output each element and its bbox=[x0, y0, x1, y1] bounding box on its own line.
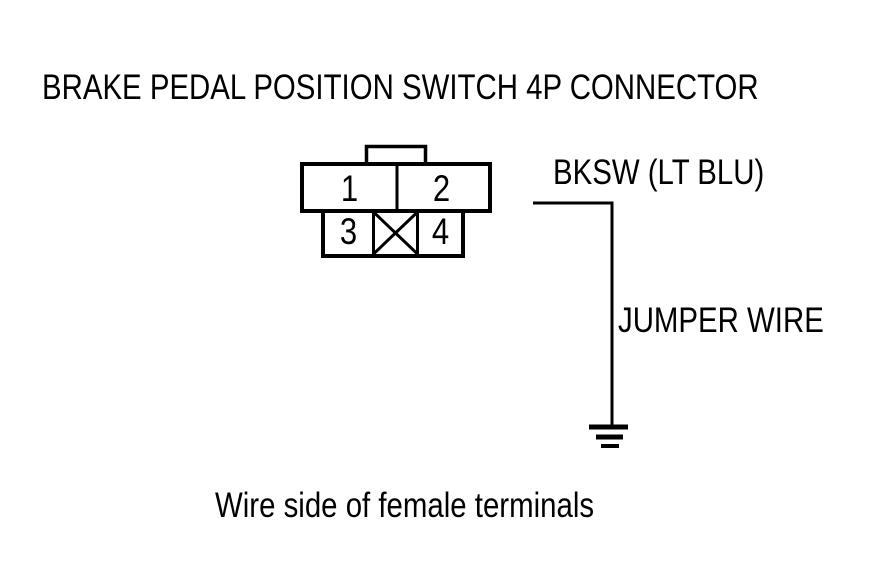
ground-icon bbox=[589, 424, 628, 448]
page-title: BRAKE PEDAL POSITION SWITCH 4P CONNECTOR bbox=[42, 68, 759, 107]
wire-signal-label: BKSW (LT BLU) bbox=[553, 153, 765, 192]
blocked-cavity-x-icon bbox=[372, 210, 419, 256]
pin-label-4: 4 bbox=[431, 211, 450, 252]
connector-lock-tab bbox=[364, 144, 428, 164]
wire-side-caption: Wire side of female terminals bbox=[215, 486, 595, 525]
pin-label-2: 2 bbox=[432, 168, 451, 209]
pin-label-3: 3 bbox=[339, 211, 358, 252]
connector-outline-icon bbox=[300, 144, 492, 258]
jumper-wire-label: JUMPER WIRE bbox=[618, 301, 824, 340]
pin-label-1: 1 bbox=[340, 168, 359, 209]
jumper-wire-line bbox=[533, 201, 614, 425]
